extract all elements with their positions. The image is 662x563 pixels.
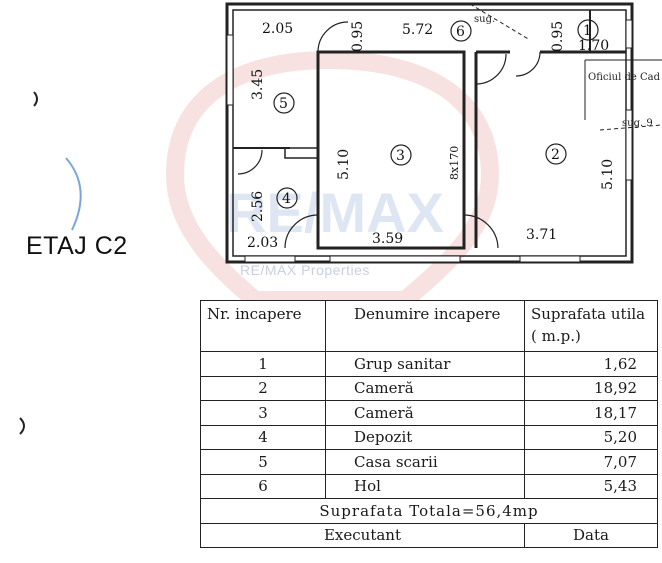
scan-mark-bottom <box>19 417 25 435</box>
remax-watermark-text: RE/MAX <box>226 181 444 244</box>
cell-nr: 4 <box>200 424 326 450</box>
cell-nr: 1 <box>200 351 326 377</box>
dim-1-70: 1.70 <box>578 38 609 54</box>
note-sug: sug. <box>474 14 495 25</box>
table-row: 1 Grup sanitar 1,62 <box>200 351 658 377</box>
scan-mark-top <box>33 91 38 107</box>
cell-nr: 2 <box>200 375 326 401</box>
room-number-5: 5 <box>279 96 288 112</box>
footer-executant: Executant <box>200 522 525 548</box>
header-suprafata: Suprafata utila ( m.p.) <box>524 300 658 352</box>
room-number-2: 2 <box>551 147 560 163</box>
balloon-watermark <box>165 50 500 300</box>
table-footer-row: Executant Data <box>200 522 658 548</box>
dim-0-95-right: 0.95 <box>550 21 566 52</box>
cell-nr: 6 <box>200 473 326 499</box>
cell-name: Hol <box>325 473 525 499</box>
room-number-6: 6 <box>456 24 465 40</box>
table-row: 3 Cameră 18,17 <box>200 400 658 426</box>
table-header-row: Nr. incapere Denumire incapere Suprafata… <box>200 300 658 352</box>
dim-2-03: 2.03 <box>247 235 278 251</box>
dim-2-05: 2.05 <box>262 21 293 37</box>
footer-data: Data <box>524 522 658 548</box>
cell-area: 5,20 <box>524 424 658 450</box>
cell-name: Depozit <box>325 424 525 450</box>
cell-area: 18,92 <box>524 375 658 401</box>
note-sug9: sug. 9 <box>622 118 653 129</box>
cell-area: 7,07 <box>524 449 658 475</box>
watermark-subtext: RE/MAX Properties <box>240 262 370 278</box>
dim-3-45: 3.45 <box>250 69 266 100</box>
total-area: Suprafata Totala=56,4mp <box>200 498 658 524</box>
dim-2-56: 2.56 <box>250 191 266 222</box>
walls <box>225 2 662 264</box>
dim-5-72: 5.72 <box>402 22 433 38</box>
scan-arc <box>65 157 82 231</box>
dim-5-10-left: 5.10 <box>336 149 352 180</box>
dim-3-71: 3.71 <box>526 227 557 243</box>
dim-5-10-right: 5.10 <box>600 159 616 190</box>
cell-nr: 5 <box>200 449 326 475</box>
remax-watermark: RE/MAX <box>165 50 500 300</box>
table-row: 5 Casa scarii 7,07 <box>200 449 658 475</box>
room-number-3: 3 <box>396 148 405 164</box>
cell-area: 18,17 <box>524 400 658 426</box>
table-row: 6 Hol 5,43 <box>200 473 658 499</box>
cell-name: Cameră <box>325 375 525 401</box>
cell-area: 1,62 <box>524 351 658 377</box>
room-number-1: 1 <box>583 23 592 39</box>
dim-0-95-left: 0.95 <box>350 21 366 52</box>
cell-name: Grup sanitar <box>325 351 525 377</box>
cell-nr: 3 <box>200 400 326 426</box>
cell-area: 5,43 <box>524 473 658 499</box>
cell-name: Cameră <box>325 400 525 426</box>
table-total-row: Suprafata Totala=56,4mp <box>200 498 658 524</box>
dim-8x170: 8x170 <box>448 146 461 180</box>
floor-label: ETAJ C2 <box>26 232 128 260</box>
header-denumire: Denumire incapere <box>325 300 525 352</box>
header-nr: Nr. incapere <box>200 300 326 352</box>
table-row: 2 Cameră 18,92 <box>200 375 658 401</box>
dim-3-59: 3.59 <box>372 231 403 247</box>
room-number-4: 4 <box>282 191 291 207</box>
cell-name: Casa scarii <box>325 449 525 475</box>
room-4-walls <box>284 147 319 159</box>
floor-plan: RE/MAX <box>33 2 662 300</box>
note-oficiu: Oficiul de Cad <box>588 72 661 83</box>
room-area-table: Nr. incapere Denumire incapere Suprafata… <box>200 300 658 548</box>
table-row: 4 Depozit 5,20 <box>200 424 658 450</box>
